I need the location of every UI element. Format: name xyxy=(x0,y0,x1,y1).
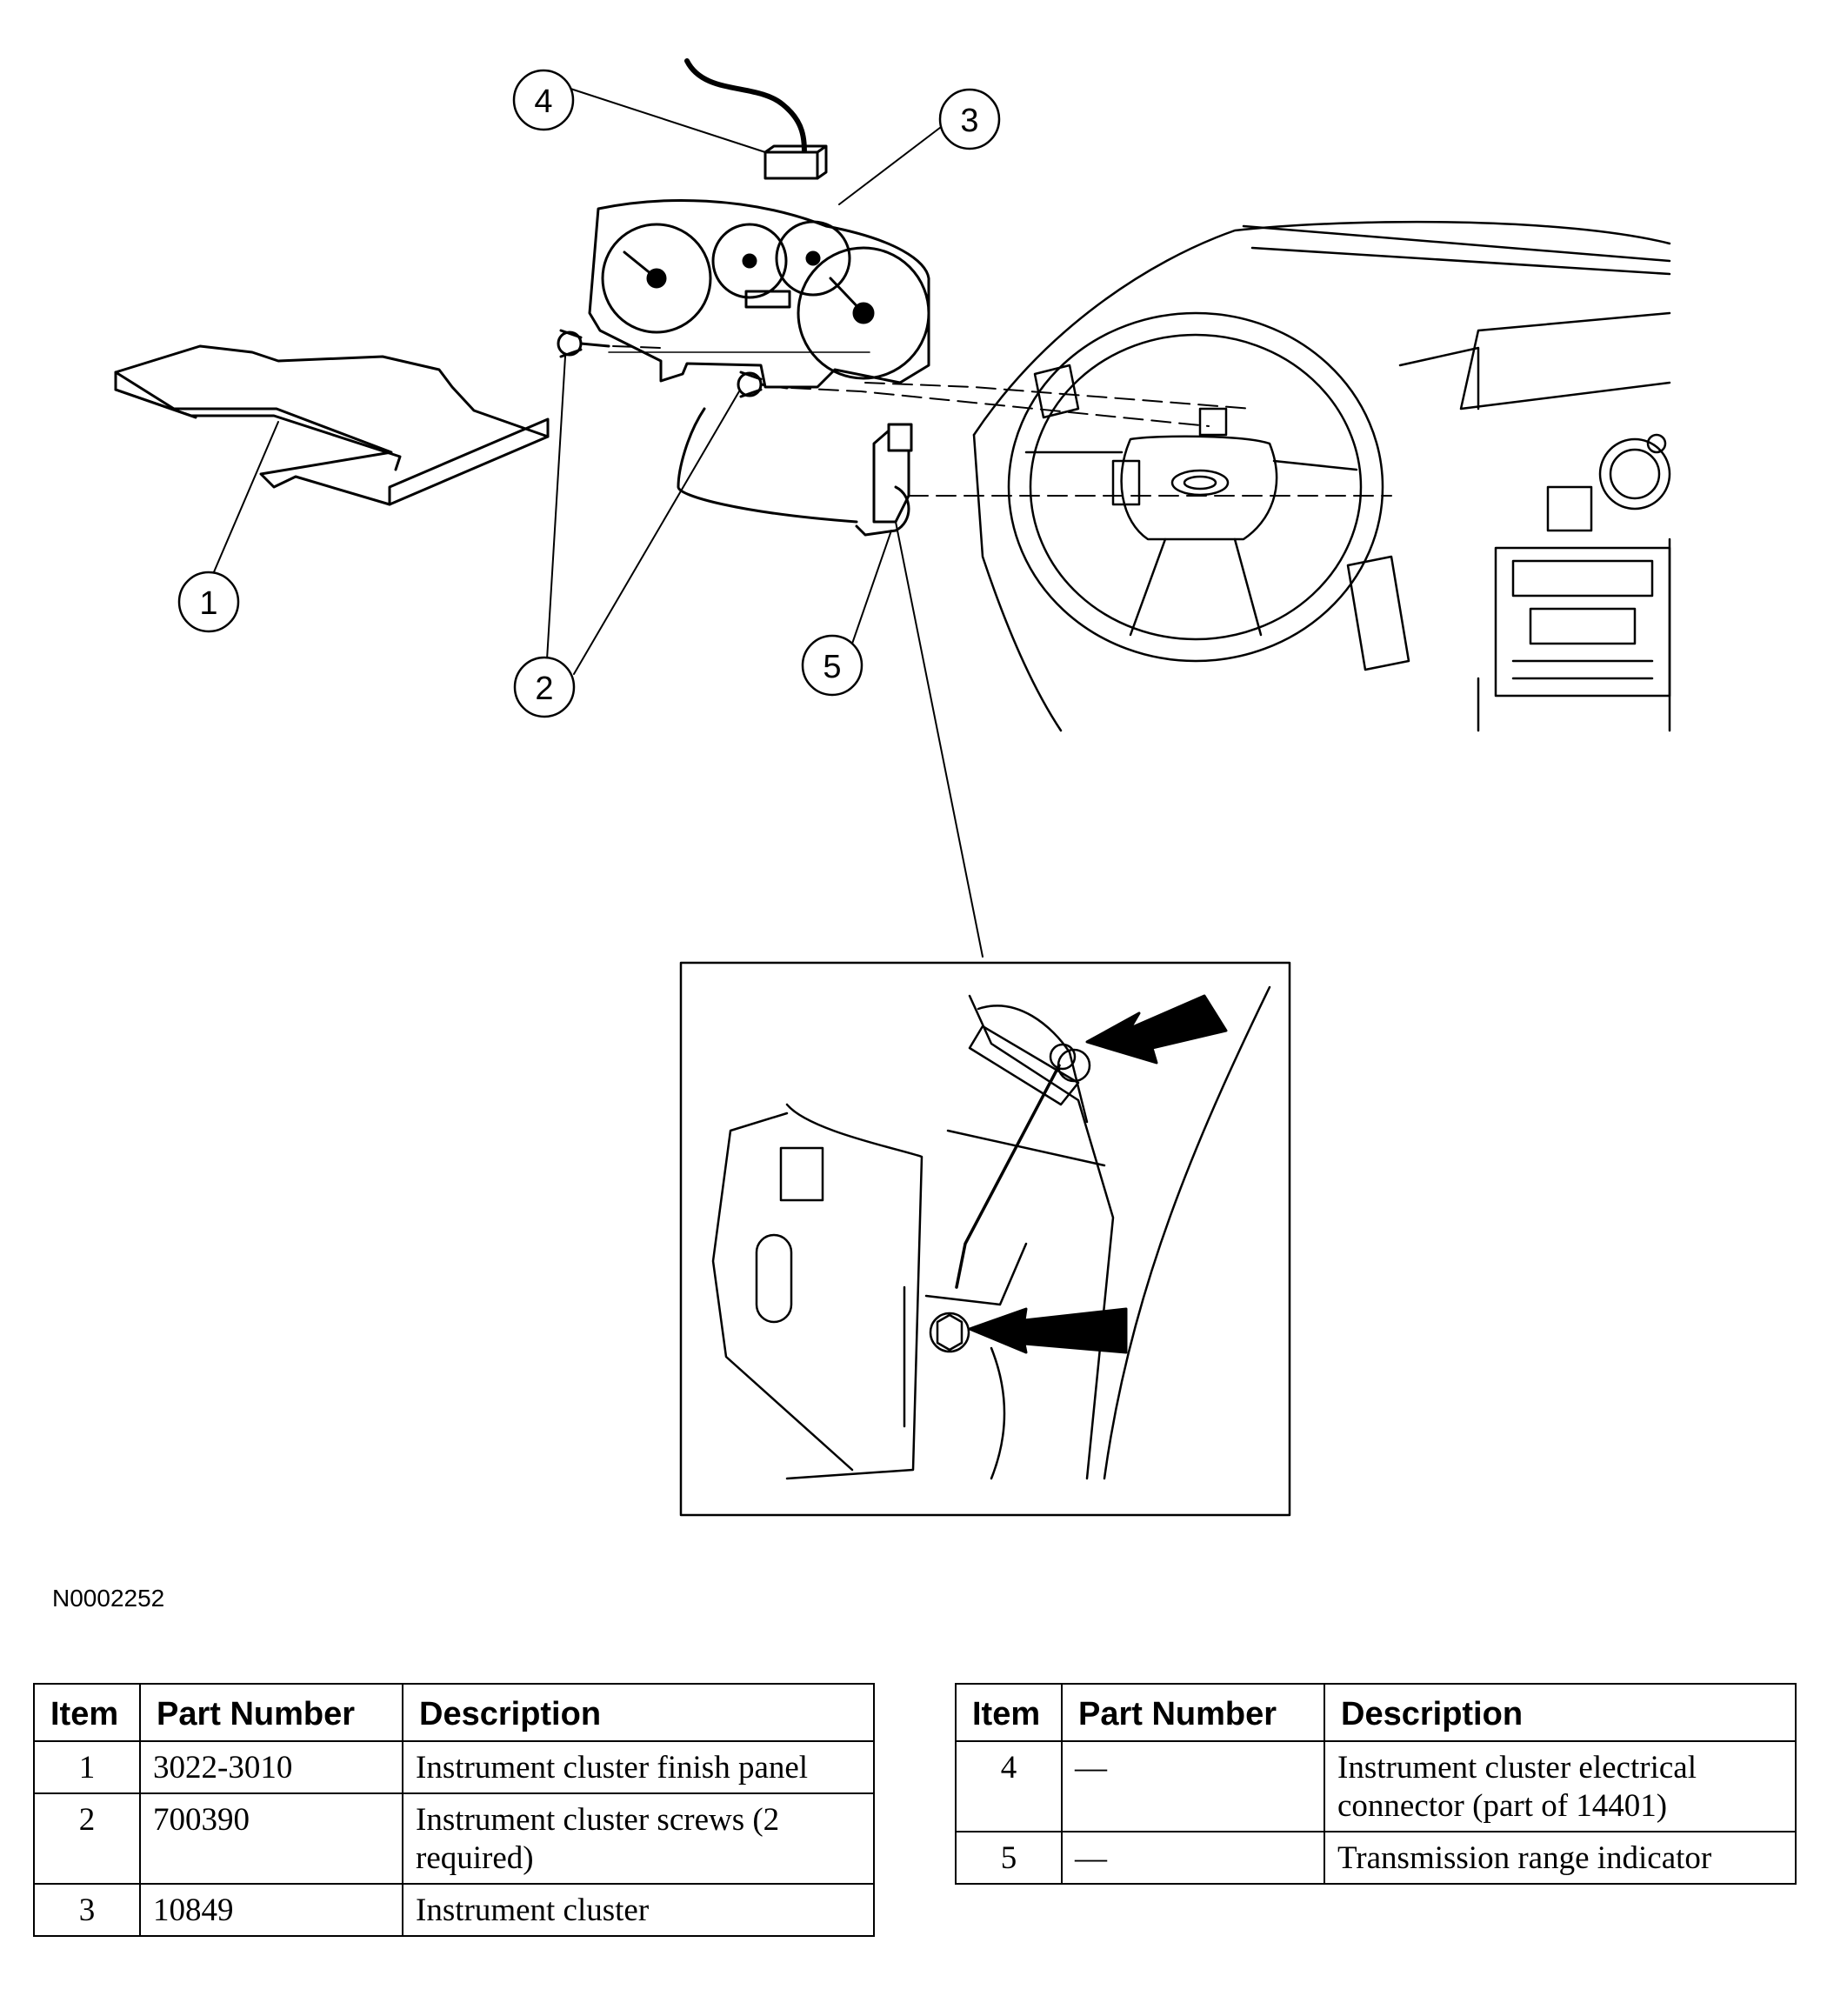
table-row: 5 — Transmission range indicator xyxy=(955,1831,1797,1885)
item-cell: 2 xyxy=(33,1792,141,1885)
part-number-cell: — xyxy=(1061,1831,1325,1885)
column-header-item: Item xyxy=(955,1683,1063,1742)
part-number-cell: 700390 xyxy=(139,1792,403,1885)
item-cell: 1 xyxy=(33,1740,141,1794)
callout-marker: 3 xyxy=(938,88,1001,150)
leader-lines xyxy=(212,86,984,958)
description-cell: Instrument cluster finish panel xyxy=(402,1740,875,1794)
electrical-connector-part xyxy=(684,58,828,180)
part-number-cell: 3022-3010 xyxy=(139,1740,403,1794)
table-row: 2 700390 Instrument cluster screws (2 re… xyxy=(33,1792,875,1885)
parts-table-left: Item Part Number Description 1 3022-3010… xyxy=(33,1683,875,1937)
alignment-lines xyxy=(612,345,1392,497)
table-row: 1 3022-3010 Instrument cluster finish pa… xyxy=(33,1740,875,1794)
description-cell: Instrument cluster electrical connector … xyxy=(1324,1740,1797,1832)
table-row: 4 — Instrument cluster electrical connec… xyxy=(955,1740,1797,1832)
description-cell: Instrument cluster xyxy=(402,1883,875,1937)
exploded-view-diagram: 4 3 1 2 5 xyxy=(114,58,1671,1517)
table-header-row: Item Part Number Description xyxy=(955,1683,1797,1742)
detail-inset xyxy=(679,961,1291,1517)
table-row: 3 10849 Instrument cluster xyxy=(33,1883,875,1937)
column-header-part-number: Part Number xyxy=(1061,1683,1325,1742)
column-header-description: Description xyxy=(1324,1683,1797,1742)
finish-panel-part xyxy=(114,344,550,506)
column-header-part-number: Part Number xyxy=(139,1683,403,1742)
table-header-row: Item Part Number Description xyxy=(33,1683,875,1742)
callout-label: 3 xyxy=(960,103,978,139)
transmission-range-indicator-part xyxy=(677,407,913,537)
callout-marker: 4 xyxy=(512,69,575,131)
callout-marker: 1 xyxy=(177,571,240,633)
column-header-item: Item xyxy=(33,1683,141,1742)
callout-marker: 5 xyxy=(801,634,863,697)
part-number-cell: 10849 xyxy=(139,1883,403,1937)
callout-label: 2 xyxy=(535,671,553,707)
callout-label: 5 xyxy=(823,649,841,685)
figure-id: N0002252 xyxy=(52,1585,165,1612)
item-cell: 4 xyxy=(955,1740,1063,1832)
dashboard-steering-wheel xyxy=(972,220,1671,732)
column-header-description: Description xyxy=(402,1683,875,1742)
callout-label: 1 xyxy=(199,585,217,622)
callout-label: 4 xyxy=(534,83,552,120)
item-cell: 5 xyxy=(955,1831,1063,1885)
arrow-icon xyxy=(968,1307,1128,1354)
instrument-cluster-part xyxy=(588,198,930,389)
callout-marker: 2 xyxy=(513,656,576,718)
arrow-icon xyxy=(1085,994,1228,1065)
screw-part xyxy=(557,329,789,398)
description-cell: Instrument cluster screws (2 required) xyxy=(402,1792,875,1885)
item-cell: 3 xyxy=(33,1883,141,1937)
description-cell: Transmission range indicator xyxy=(1324,1831,1797,1885)
part-number-cell: — xyxy=(1061,1740,1325,1832)
parts-table-right: Item Part Number Description 4 — Instrum… xyxy=(955,1683,1797,1885)
